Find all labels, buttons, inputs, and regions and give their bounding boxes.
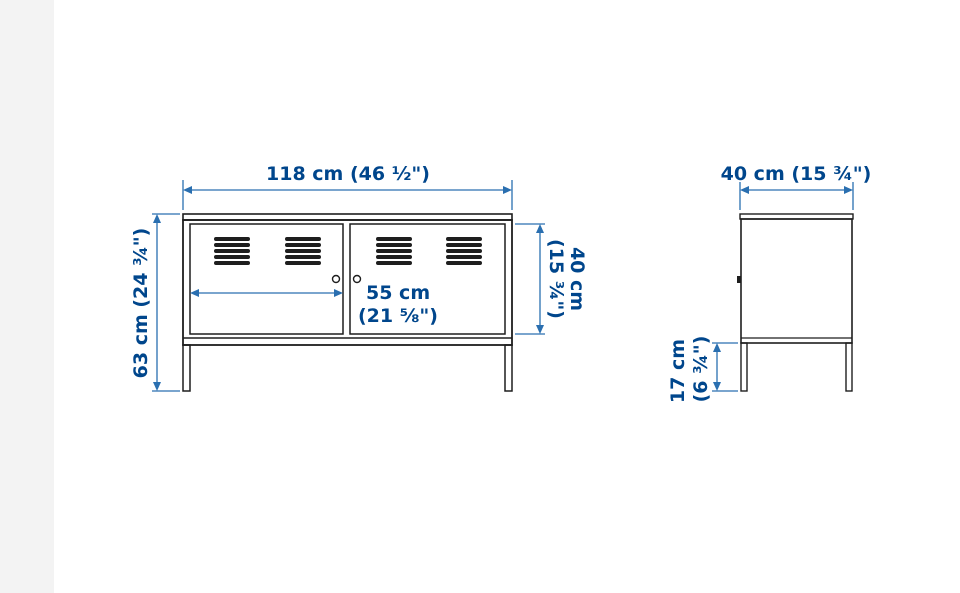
depth-label: 40 cm (15 ¾") xyxy=(721,163,872,185)
vent-3 xyxy=(376,237,412,265)
total-height-label: 63 cm (24 ¾") xyxy=(130,228,152,379)
depth-dimension xyxy=(739,182,854,210)
door-width-dimension xyxy=(190,289,343,297)
vent-4 xyxy=(446,237,482,265)
side-view xyxy=(737,213,854,392)
diagram-canvas xyxy=(54,0,960,593)
cabinet-height-dimension xyxy=(515,223,545,335)
right-door xyxy=(349,223,506,335)
door-width-in-label: (21 ⅝") xyxy=(358,305,438,327)
side-right-leg xyxy=(845,342,853,392)
leg-height-dimension xyxy=(712,342,738,392)
vent-2 xyxy=(285,237,321,265)
vent-1 xyxy=(214,237,250,265)
front-width-dimension xyxy=(182,180,513,210)
front-width-label: 118 cm (46 ½") xyxy=(266,163,430,185)
front-right-leg xyxy=(504,344,513,392)
cabinet-height-cm-label: 40 cm xyxy=(566,247,588,311)
front-view xyxy=(182,213,513,392)
leg-height-in-label: (6 ¾") xyxy=(690,336,712,403)
cabinet-height-in-label: (15 ¾") xyxy=(545,239,567,319)
door-width-cm-label: 55 cm xyxy=(366,282,430,304)
side-knob xyxy=(737,276,741,283)
total-height-dimension xyxy=(152,213,180,392)
side-body xyxy=(740,218,853,344)
cabinet-body xyxy=(182,219,513,346)
left-door-knob xyxy=(331,274,341,284)
leg-height-cm-label: 17 cm xyxy=(667,339,689,403)
side-left-leg xyxy=(740,342,748,392)
door-vents xyxy=(214,237,482,265)
left-door xyxy=(189,223,344,335)
front-left-leg xyxy=(182,344,191,392)
right-door-knob xyxy=(352,274,362,284)
